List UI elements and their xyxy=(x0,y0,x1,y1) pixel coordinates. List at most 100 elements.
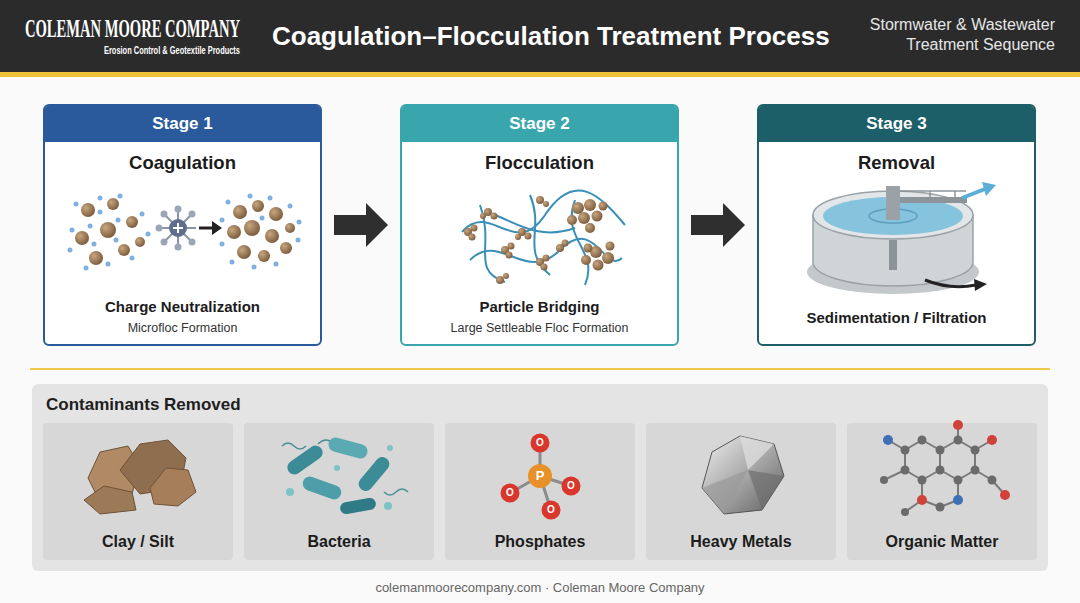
negative-charges-part xyxy=(68,248,73,253)
floc-particles-part xyxy=(584,244,593,253)
microfloc-cluster xyxy=(227,200,295,262)
bacteria-icon-part-part xyxy=(387,445,393,451)
polymer-network xyxy=(462,190,625,285)
floc-particles-part xyxy=(567,215,577,225)
heavy-metal-icon-part xyxy=(748,470,784,510)
microfloc-cluster-part xyxy=(269,207,283,221)
bacteria-icon-part-part xyxy=(286,488,294,496)
floc-particles-part xyxy=(592,211,603,222)
heavy-metal-icon-part xyxy=(702,470,748,514)
header-bar xyxy=(0,0,1080,77)
organic-molecule-icon-part xyxy=(880,436,997,517)
panel-ground-part xyxy=(43,423,233,560)
coagulant-symbol-part-part xyxy=(175,244,182,251)
negative-charges-part xyxy=(114,238,119,243)
microfloc-charges-part xyxy=(220,218,225,223)
microfloc-charges-part xyxy=(297,220,302,225)
clarifier-tank-part xyxy=(929,191,931,197)
stage-title: Flocculation xyxy=(402,150,677,176)
organic-molecule-icon-part-part xyxy=(901,508,909,516)
effluent-arrow xyxy=(962,182,996,198)
divider-line xyxy=(30,368,1050,370)
microfloc-charges-part xyxy=(230,260,235,265)
stage-box: Stage 3RemovalSedimentation / Filtration xyxy=(757,104,1036,346)
coagulant-symbol-part-part xyxy=(189,211,196,218)
microfloc-cluster-part xyxy=(252,200,264,212)
flow-arrow xyxy=(334,203,388,247)
phosphate-icon-part-part xyxy=(501,484,520,503)
stage-result: Microfloc Formation xyxy=(45,319,320,337)
contaminant-card: Phosphates xyxy=(445,423,635,560)
clay-rocks-icon-part xyxy=(150,468,196,506)
sludge-arrow xyxy=(925,279,987,291)
dispersed-particles-part xyxy=(81,203,95,217)
panel-ground-part xyxy=(646,423,836,560)
phosphate-icon-part-part xyxy=(542,501,561,520)
coagulant-symbol-part-part xyxy=(175,206,182,213)
contaminant-name: Clay / Silt xyxy=(43,531,233,553)
microfloc-charges-part xyxy=(220,242,225,247)
clay-rocks-icon-part xyxy=(84,486,136,514)
panel-ground xyxy=(32,384,1048,571)
effluent-arrow-part xyxy=(982,182,996,196)
floc-particles-part xyxy=(602,252,614,264)
microfloc-cluster-part xyxy=(258,250,270,262)
floc-particles-part xyxy=(606,242,615,251)
stage-box-ground-part xyxy=(400,104,679,346)
diagram-title: Coagulation–Flocculation Treatment Proce… xyxy=(272,18,830,54)
floc-particles xyxy=(464,196,615,284)
contaminant-name: Bacteria xyxy=(244,531,434,553)
organic-molecule-icon-part-part xyxy=(901,466,910,475)
floc-particles-part xyxy=(593,260,604,271)
bacteria-icon-part xyxy=(285,443,326,477)
coagulant-symbol-part xyxy=(169,219,187,237)
contaminant-name: Heavy Metals xyxy=(646,531,836,553)
contaminant-name: Organic Matter xyxy=(847,531,1037,553)
header-bar-part xyxy=(0,0,1080,72)
negative-charges-part xyxy=(88,224,93,229)
coagulant-symbol-part xyxy=(156,206,196,251)
dispersed-particles-part xyxy=(100,222,116,238)
organic-molecule-icon-part xyxy=(884,425,1005,512)
microfloc-charges-part xyxy=(226,200,231,205)
phosphate-icon-part-part xyxy=(562,477,581,496)
stage-number: Stage 3 xyxy=(759,106,1034,142)
contaminant-name: Phosphates xyxy=(445,531,635,553)
microfloc-cluster-part xyxy=(265,229,279,243)
process-arrow-small xyxy=(199,221,222,235)
organic-molecule-icon-part-part xyxy=(971,466,980,475)
floc-particles-part xyxy=(543,255,550,262)
floc-particles-part xyxy=(525,233,532,240)
floc-particles-part xyxy=(543,201,549,207)
organic-molecule-icon-part-part xyxy=(953,495,963,505)
organic-molecule-icon-part-part xyxy=(917,495,927,505)
bacteria-icon-part-part xyxy=(334,465,340,471)
negative-charges-part xyxy=(130,256,135,261)
clay-rocks-icon xyxy=(84,440,196,514)
floc-particles-part xyxy=(506,252,513,259)
microfloc-cluster-part xyxy=(280,242,292,254)
microfloc-cluster-part xyxy=(285,223,295,233)
negative-charges-part xyxy=(116,218,121,223)
bacteria-icon-part xyxy=(301,475,343,502)
company-logo: COLEMAN MOORE COMPANY xyxy=(25,15,240,43)
negative-charges-part xyxy=(98,210,103,215)
negative-charges-part xyxy=(98,196,103,201)
contaminant-card: Organic Matter xyxy=(847,423,1037,560)
coagulant-symbol xyxy=(156,206,197,251)
dispersed-particles-part xyxy=(118,244,130,256)
phosphate-icon-part xyxy=(501,434,581,520)
organic-molecule-icon-part-part xyxy=(953,420,963,430)
header-subtitle: Stormwater & Wastewater Treatment Sequen… xyxy=(840,15,1055,55)
atom-symbol: O xyxy=(561,476,581,496)
negative-charges-part xyxy=(140,212,145,217)
negative-charges-part xyxy=(146,232,151,237)
microfloc-cluster-part xyxy=(233,205,247,219)
atom-symbol: P xyxy=(530,466,550,486)
negative-charges-part xyxy=(84,266,89,271)
dispersed-particles-part xyxy=(135,237,145,247)
negative-charges-part xyxy=(106,262,111,267)
organic-molecule-icon-part xyxy=(883,435,963,505)
organic-molecule-icon-part-part xyxy=(936,446,945,455)
bacteria-icon-part-part xyxy=(282,443,306,449)
